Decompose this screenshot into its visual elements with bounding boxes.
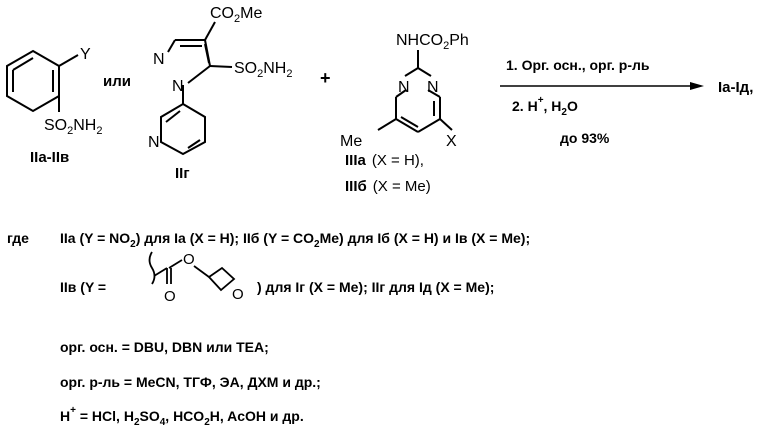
condition-line-1: IIа (Y = NO2) для Iа (X = H); IIб (Y = C… bbox=[60, 230, 530, 250]
methyl-group: Me bbox=[340, 133, 362, 150]
condition-line-2-start: IIв (Y = bbox=[60, 279, 106, 295]
pyrazole-n1: N bbox=[172, 78, 184, 95]
compound-label-iiib: IIIб(X = Me) bbox=[345, 178, 431, 195]
benzene-reagent bbox=[7, 51, 78, 112]
product-label: Iа-Iд, bbox=[718, 79, 753, 96]
where-word: где bbox=[7, 230, 29, 246]
substituent-x: X bbox=[446, 133, 457, 150]
pyrazole-n2: N bbox=[153, 51, 165, 68]
compound-label-iiia: IIIа(X = H), bbox=[345, 152, 424, 169]
oxetane-oxygen: O bbox=[232, 286, 244, 303]
sulfonamide-group: SO2NH2 bbox=[44, 117, 102, 137]
carbamate-group: NHCO2Ph bbox=[396, 32, 469, 52]
sulfonamide-group-2: SO2NH2 bbox=[234, 60, 292, 80]
compound-label-iia-iiv: IIа-IIв bbox=[30, 149, 69, 166]
reaction-arrow bbox=[500, 82, 704, 90]
pyrimidine-reagent bbox=[378, 50, 452, 132]
condition-line-2-end: ) для Iг (X = Me); IIг для Iд (X = Me); bbox=[257, 279, 494, 295]
condition-acid-line: H+ = HCl, H2SO4, HCO2H, AcOH и др. bbox=[60, 405, 304, 428]
pyrimidine-n3: N bbox=[427, 79, 439, 96]
substituent-y: Y bbox=[80, 46, 91, 63]
or-word: или bbox=[103, 73, 131, 90]
carbonyl-oxygen: O bbox=[164, 288, 176, 305]
plus-sign: + bbox=[320, 68, 331, 88]
condition-step-2: 2. H+, H2O bbox=[512, 95, 578, 118]
pyridine-n: N bbox=[148, 134, 160, 151]
ester-oxygen: O bbox=[183, 251, 195, 268]
condition-step-1: 1. Орг. осн., орг. р-ль bbox=[506, 57, 650, 73]
pyrimidine-n1: N bbox=[398, 79, 410, 96]
condition-solvent-line: орг. р-ль = MeCN, ТГФ, ЭА, ДХМ и др.; bbox=[60, 374, 321, 390]
yield-label: до 93% bbox=[560, 130, 610, 146]
ester-group: CO2Me bbox=[210, 5, 262, 25]
compound-label-iig: IIг bbox=[175, 165, 190, 182]
condition-base-line: орг. осн. = DBU, DBN или TEA; bbox=[60, 339, 269, 355]
